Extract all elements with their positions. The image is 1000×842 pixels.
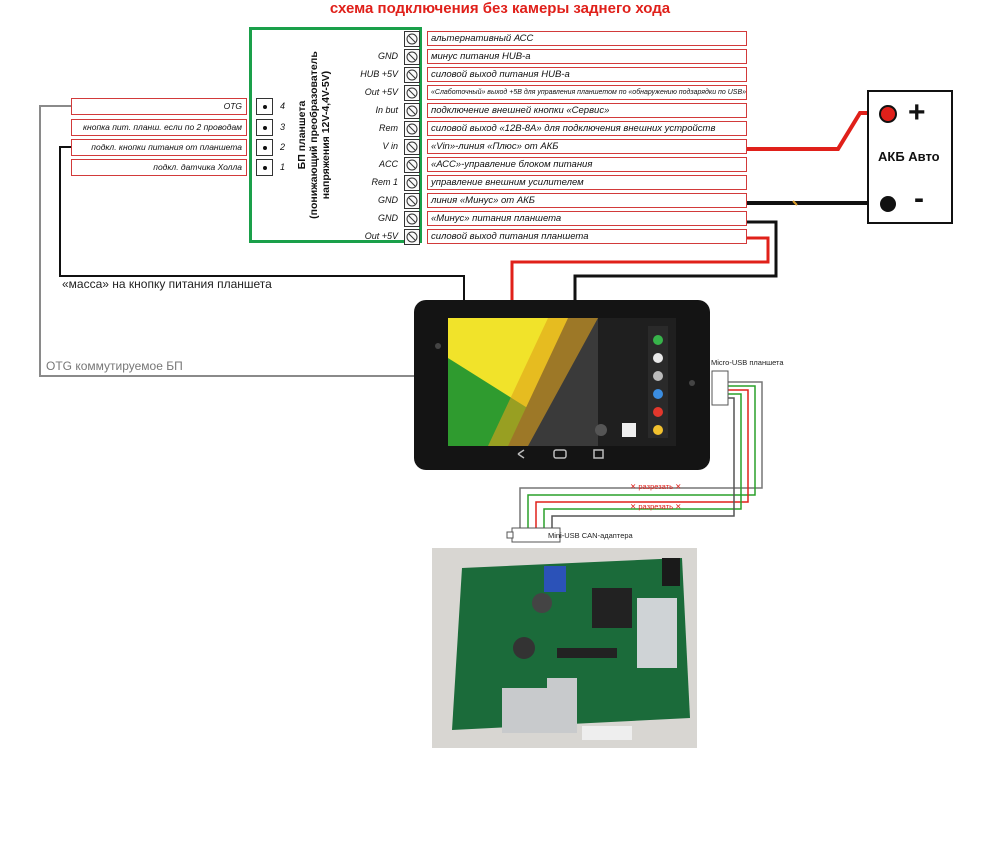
terminal-screw-icon (404, 103, 420, 119)
pin-description: «Слаботочный» выход +5В для управления п… (427, 85, 747, 100)
pin-label: GND (378, 51, 398, 61)
pin-description: силовой выход питания планшета (427, 229, 747, 244)
pin-label: ACC (378, 159, 398, 169)
pin-description: силовой выход питания HUB-а (427, 67, 747, 82)
left-pin-label: OTG (71, 98, 247, 115)
left-pin-label: подкл. кнопки питания от планшета (71, 139, 247, 156)
terminal-screw-icon (404, 121, 420, 137)
cut-note: ✕ разрезать ✕ (630, 482, 682, 491)
micro-usb-plug (711, 370, 729, 406)
pin-label: Rem 1 (371, 177, 398, 187)
tablet-minus-wire (573, 220, 778, 300)
ground-button-wire (59, 146, 465, 300)
battery-label: АКБ Авто (878, 149, 940, 164)
pin-description: «АСС»-управление блоком питания (427, 157, 747, 172)
pin-description: «Vin»-линия «Плюс» от АКБ (427, 139, 747, 154)
terminal-screw-icon (404, 31, 420, 47)
terminal-screw-icon (404, 49, 420, 65)
tablet-sensor-icon (689, 380, 695, 386)
terminal-screw-icon (404, 139, 420, 155)
diagram-title: схема подключения без камеры заднего ход… (329, 0, 671, 17)
pin-description: «Минус» питания планшета (427, 211, 747, 226)
pin-label: Out +5V (364, 231, 398, 241)
pin-label: HUB +5V (360, 69, 398, 79)
pin-description: подключение внешней кнопки «Сервис» (427, 103, 747, 118)
pin-description: минус питания HUB-а (427, 49, 747, 64)
left-pin-number: 3 (280, 122, 286, 132)
pin-dot-icon (256, 159, 273, 176)
terminal-screw-icon (404, 175, 420, 191)
terminal-screw-icon (404, 229, 420, 245)
ground-button-note: «масса» на кнопку питания планшета (62, 277, 272, 291)
cut-note: ✕ разрезать ✕ (630, 502, 682, 511)
pin-label: Out +5V (364, 87, 398, 97)
battery-minus-terminal-icon (880, 196, 896, 212)
battery-minus-sign: - (914, 182, 924, 215)
mini-usb-note: Mini-USB CAN-адаптера (548, 531, 633, 540)
terminal-screw-icon (404, 193, 420, 209)
terminal-screw-icon (404, 211, 420, 227)
pin-label: In but (375, 105, 398, 115)
pin-description: альтернативный АСС (427, 31, 747, 46)
left-pin-label: кнопка пит. планш. если по 2 проводам (71, 119, 247, 136)
pin-dot-icon (256, 98, 273, 115)
otg-note: OTG коммутируемое БП (46, 359, 183, 373)
vin-wire (747, 111, 886, 151)
battery-plus-terminal-icon (879, 105, 897, 123)
pin-description: линия «Минус» от АКБ (427, 193, 747, 208)
power-module-label: БП планшета (понижающий преобразователь … (296, 51, 332, 219)
tablet-camera-icon (435, 343, 441, 349)
left-pin-number: 2 (280, 142, 286, 152)
pin-label: GND (378, 195, 398, 205)
left-pin-label: подкл. датчика Холла (71, 159, 247, 176)
otg-wire (39, 105, 414, 377)
pin-label: GND (378, 213, 398, 223)
tablet-screen (448, 318, 676, 446)
pin-dot-icon (256, 119, 273, 136)
tablet-nav-buttons (517, 449, 604, 459)
left-pin-number: 4 (280, 101, 286, 111)
terminal-screw-icon (404, 157, 420, 173)
pin-description: управление внешним усилителем (427, 175, 747, 190)
pin-label: Rem (378, 123, 398, 133)
pin-label: V in (382, 141, 398, 151)
power-module-box (249, 27, 422, 243)
micro-usb-note: Micro-USB планшета (711, 358, 784, 367)
pin-description: силовой выход «12В-8А» для подключения в… (427, 121, 747, 136)
can-adapter-board (432, 548, 697, 748)
pin-dot-icon (256, 139, 273, 156)
battery-plus-sign: + (908, 96, 926, 129)
left-pin-number: 1 (280, 162, 286, 172)
terminal-screw-icon (404, 85, 420, 101)
terminal-screw-icon (404, 67, 420, 83)
tablet-plus-wire (510, 236, 770, 300)
